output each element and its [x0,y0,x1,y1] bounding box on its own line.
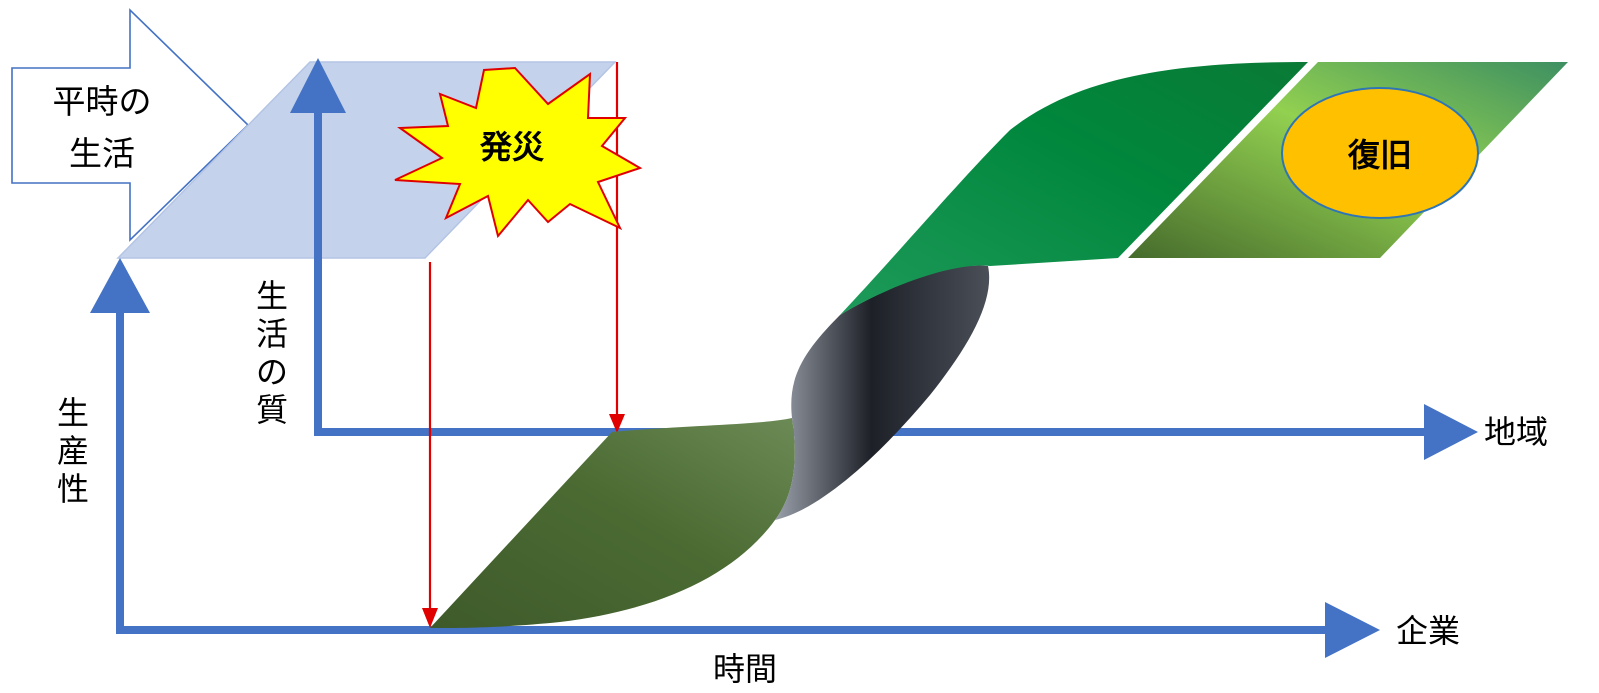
ribbon-lower-band [430,418,795,628]
recovery-badge: 復旧 [1281,87,1479,219]
quality-of-life-char: 生 [256,277,288,315]
productivity-axis [90,258,150,634]
region-label: 地域 [1484,413,1548,451]
disaster-label: 発災 [479,128,545,166]
time-label: 時間 [713,650,777,688]
quality-of-life-char: 質 [256,391,288,429]
productivity-char: 生 [57,394,89,432]
time-axis [116,602,1380,658]
normal-life-arrow [11,8,250,242]
disaster-burst: 発災 [394,66,643,239]
quality-of-life-char: の [256,353,288,391]
productivity-char: 産 [57,432,89,470]
quality-of-life-char: 活 [256,315,288,353]
company-label: 企業 [1396,612,1460,650]
recovery-label: 復旧 [1347,136,1412,174]
productivity-char: 性 [57,470,89,508]
normal-life-label-line2: 生活 [69,134,135,173]
productivity-label: 生 産 性 [57,394,89,508]
quality-of-life-label: 生 活 の 質 [256,277,288,429]
ribbon-upper-band [840,62,1308,315]
ribbon-twist [775,265,990,520]
drop-arrow-company [422,262,438,628]
quality-of-life-axis [290,58,346,436]
normal-life-label-line1: 平時の [53,82,152,121]
